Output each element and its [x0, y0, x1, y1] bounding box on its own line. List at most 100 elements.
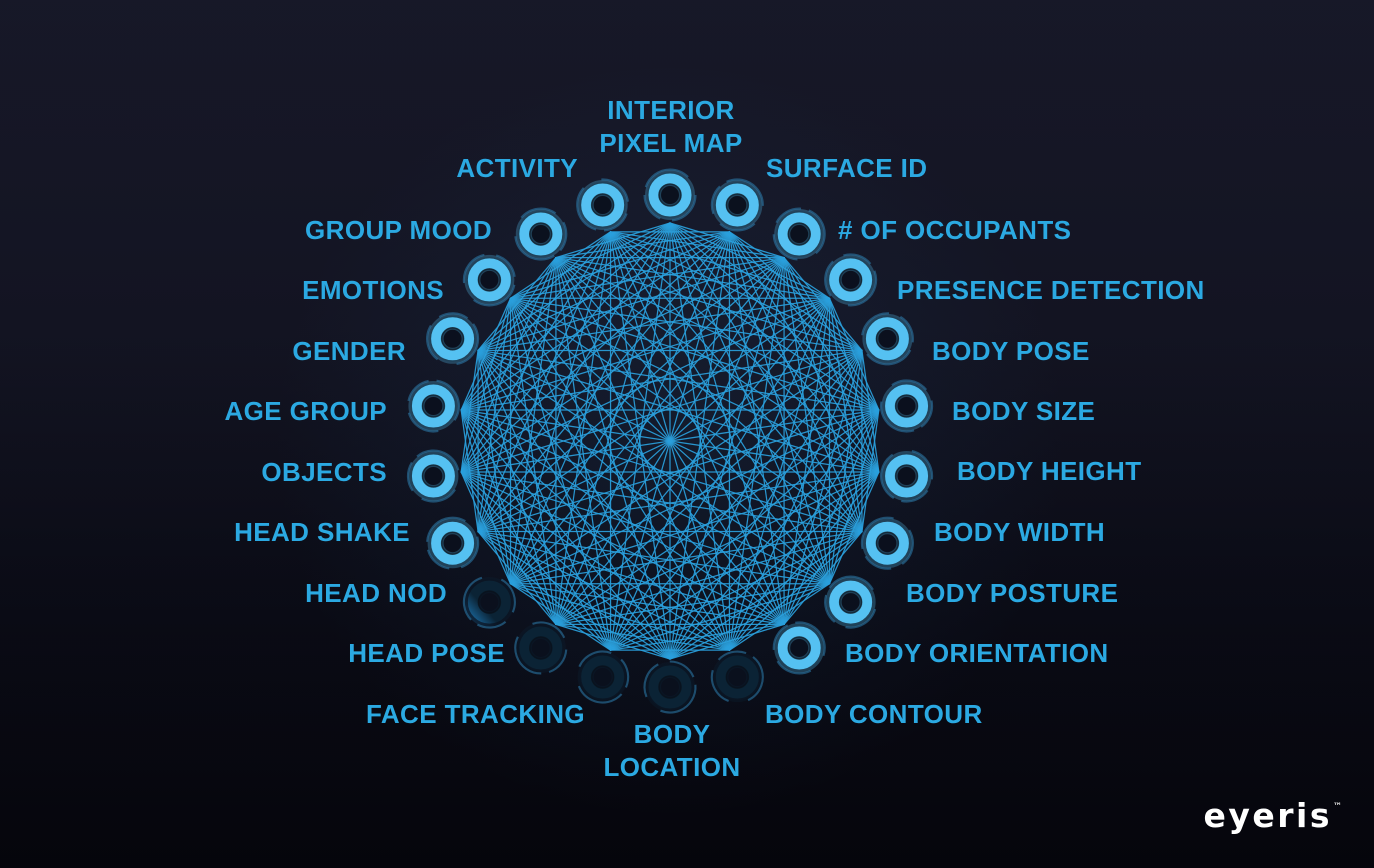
edge: [460, 409, 479, 533]
node-inner-rim: [875, 327, 900, 351]
node-ring-icon: [467, 580, 511, 624]
edge: [477, 471, 880, 533]
node-label-body-orientation: BODY ORIENTATION: [845, 638, 1109, 668]
edge: [460, 471, 863, 533]
edge: [609, 231, 831, 585]
node-label-objects: OBJECTS: [261, 457, 387, 487]
node-interior-pixel-map: [643, 168, 697, 222]
node-ring-icon: [829, 580, 873, 624]
node-surface-id: [710, 178, 764, 232]
node-ring-icon: [411, 384, 455, 428]
node-inner-rim: [894, 394, 919, 418]
node-inner-rim: [590, 665, 615, 689]
edge: [509, 297, 785, 626]
edge: [509, 583, 671, 660]
edge: [728, 530, 863, 651]
node-body-posture: [824, 575, 878, 629]
node-inner-rim: [838, 590, 863, 614]
edge: [509, 297, 863, 533]
node-outer-arc-icon: [772, 207, 826, 261]
node-head-nod: [462, 575, 516, 629]
edge: [477, 297, 512, 533]
edge: [669, 256, 785, 660]
edges-layer: [460, 222, 880, 660]
edge: [609, 623, 785, 651]
node-ring-icon: [648, 173, 692, 217]
edge: [555, 256, 863, 533]
edge: [460, 231, 612, 411]
edge: [509, 231, 612, 299]
node-inner-rim: [590, 193, 615, 217]
edge: [460, 409, 512, 585]
node-body-width: [860, 516, 914, 570]
node-ring-icon: [777, 626, 821, 670]
edge: [609, 231, 863, 533]
node-label-age-group: AGE GROUP: [224, 396, 387, 426]
node-label-body-pose: BODY POSE: [932, 336, 1090, 366]
node-outer-arc-icon: [860, 516, 914, 570]
node-inner-rim: [477, 268, 502, 292]
node-outer-arc-icon: [860, 312, 914, 366]
edge: [460, 349, 479, 473]
node-label-body-location: BODY: [634, 719, 711, 749]
node-label-num-of-occupants: # OF OCCUPANTS: [838, 215, 1071, 245]
node-inner-rim: [658, 675, 682, 699]
node-ring-icon: [431, 317, 475, 361]
node-activity: [576, 178, 630, 232]
edge: [609, 297, 831, 651]
edge: [477, 256, 785, 533]
node-outer-arc-icon: [643, 168, 697, 222]
node-label-head-pose: HEAD POSE: [348, 638, 505, 668]
edge: [555, 349, 863, 626]
edge: [609, 231, 671, 660]
node-ring-icon: [777, 212, 821, 256]
edge: [509, 256, 557, 585]
node-outer-arc-icon: [643, 660, 697, 714]
node-label-body-height: BODY HEIGHT: [957, 456, 1142, 486]
node-inner-rim: [421, 464, 446, 488]
edge: [555, 256, 880, 473]
node-label-body-contour: BODY CONTOUR: [765, 699, 983, 729]
edge: [477, 349, 512, 585]
node-ring-icon: [715, 655, 759, 699]
edge: [460, 297, 512, 473]
edge: [460, 297, 831, 473]
edge: [477, 349, 612, 651]
node-label-body-location: LOCATION: [603, 752, 740, 782]
node-outer-arc-icon: [462, 253, 516, 307]
node-outer-arc-icon: [880, 449, 934, 503]
node-inner-rim: [477, 590, 502, 614]
edge: [477, 349, 557, 626]
edge: [609, 231, 880, 411]
node-label-gender: GENDER: [292, 336, 406, 366]
node-label-interior-pixel-map: PIXEL MAP: [599, 128, 742, 158]
node-head-pose: [514, 621, 568, 675]
node-outer-arc-icon: [406, 449, 460, 503]
node-body-height: [880, 449, 934, 503]
edge: [669, 222, 831, 299]
node-ring-icon: [885, 384, 929, 428]
edge: [509, 297, 557, 626]
edge: [609, 231, 785, 259]
edge: [477, 530, 557, 626]
edge: [555, 623, 731, 651]
edge: [460, 409, 671, 660]
edge: [555, 231, 731, 259]
edge: [509, 297, 880, 411]
edge: [477, 231, 612, 352]
edge: [477, 349, 880, 411]
node-ring-icon: [581, 183, 625, 227]
edge: [609, 231, 831, 299]
edge: [555, 256, 671, 660]
node-inner-rim: [875, 531, 900, 555]
edge: [477, 530, 612, 651]
edge: [460, 297, 512, 411]
edge: [669, 583, 831, 660]
eyeris-logo-text: eyeris: [1203, 796, 1332, 835]
node-ring-icon: [865, 317, 909, 361]
edge: [509, 409, 880, 585]
edge: [460, 256, 557, 473]
edge: [509, 583, 612, 651]
